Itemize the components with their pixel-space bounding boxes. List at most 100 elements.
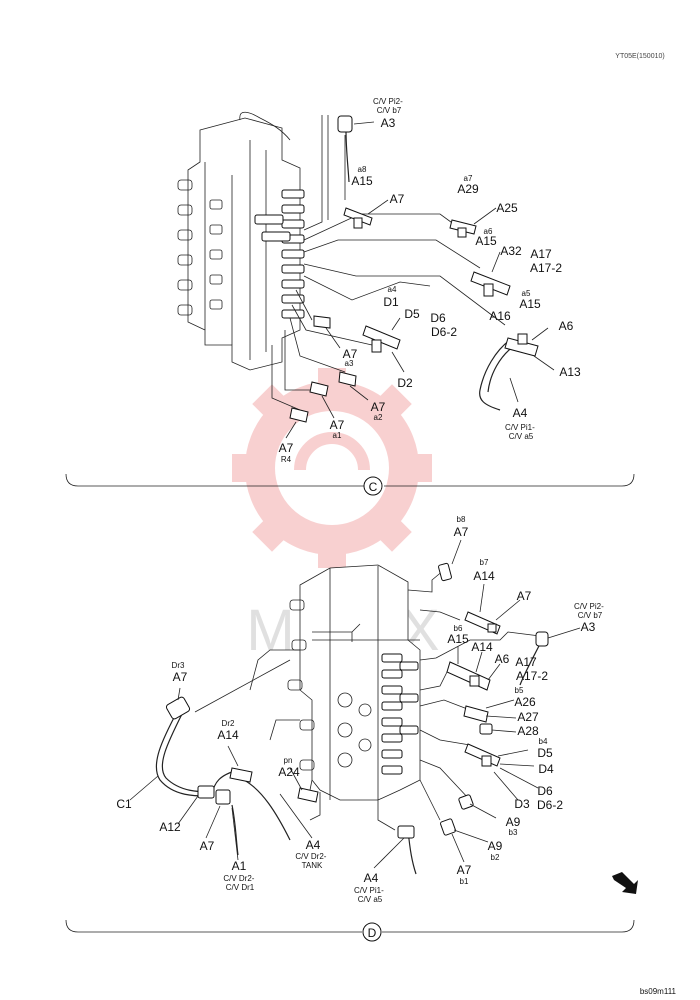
label-a7-r4-port: A7 [279, 441, 294, 455]
label-d1-sub: a4 [388, 285, 397, 294]
fitting-a15-a6-a13 [504, 333, 539, 357]
label-d5-c: D5 [404, 307, 420, 321]
fitting-a15-a32-a16 [470, 271, 511, 297]
label-a6-c: A6 [559, 319, 574, 333]
label-a3-d: A3 [581, 620, 596, 634]
label-a14-b7-sub: b7 [480, 558, 489, 567]
label-a15-mid: A15 [475, 234, 497, 248]
label-a28: A28 [517, 724, 539, 738]
label-a26-sub: b5 [515, 686, 524, 695]
label-a4-bottom: A4 [364, 871, 379, 885]
section-label-c: C [369, 480, 378, 494]
fitting-a7-a1-port [309, 381, 329, 397]
label-d6-d: D6 [537, 784, 553, 798]
label-a7-dr3-sub: Dr3 [172, 661, 185, 670]
view-c: C/V Pi2- C/V b7 A3 a8 A15 A7 a7 A29 A25 … [65, 97, 635, 496]
label-a13: A13 [559, 365, 581, 379]
fitting-a3-d [535, 631, 549, 647]
label-d6-2-c: D6-2 [431, 325, 457, 339]
section-bracket-d [65, 919, 635, 942]
fitting-a7-b1 [397, 825, 415, 839]
label-a15-b6-sub: b6 [454, 624, 463, 633]
label-a3-port-c: C/V Pi2- C/V b7 [373, 97, 405, 115]
label-a4-port-c: C/V Pi1- C/V a5 [505, 423, 537, 441]
label-a9-b3: A9 [506, 815, 521, 829]
fitting-a15-a14-a6-b6 [446, 661, 491, 691]
page-code: bs09m111 [640, 987, 677, 996]
label-d2: D2 [397, 376, 413, 390]
view-d: b8 A7 b7 A14 A7 C/V Pi2- C/V b7 A3 b6 A1… [65, 515, 638, 942]
label-a14-mid: A14 [471, 640, 493, 654]
label-d5-d: D5 [537, 746, 553, 760]
fitting-d5-d4-b4 [464, 743, 501, 767]
label-d4: D4 [538, 762, 554, 776]
label-a14-b7: A14 [473, 569, 495, 583]
label-a1-port: C/V Dr2- C/V Dr1 [223, 874, 256, 892]
hose-a1 [231, 804, 239, 856]
fitting-a14-dr2 [229, 767, 253, 783]
label-a17-2-c: A17-2 [530, 261, 562, 275]
fitting-a14-a7-b7 [464, 611, 501, 635]
label-a7-a3-port: A7 [343, 347, 358, 361]
label-a7-a1-port: A7 [330, 418, 345, 432]
fitting-a9-b2 [440, 818, 456, 836]
label-a7-a1-sub: a1 [333, 431, 342, 440]
label-a4-c: A4 [513, 406, 528, 420]
label-a15-top-sub: a8 [358, 165, 367, 174]
label-a7-left: A7 [200, 839, 215, 853]
fitting-a26-a27-b5 [463, 705, 489, 723]
label-a15-low-sub: a5 [522, 289, 531, 298]
label-a26: A26 [514, 695, 536, 709]
fitting-a7-dr3 [165, 696, 191, 720]
label-a14-dr2: A14 [217, 728, 239, 742]
fitting-a7-r4-port [289, 407, 309, 423]
label-a3-c: A3 [381, 116, 396, 130]
hose-a3-c [345, 129, 350, 183]
label-a7-b8-sub: b8 [457, 515, 466, 524]
label-a7-a2-port: A7 [371, 400, 386, 414]
label-a7-b1: A7 [457, 863, 472, 877]
direction-arrow-icon [612, 872, 638, 894]
label-a15-low: A15 [519, 297, 541, 311]
label-a29: A29 [457, 182, 479, 196]
label-a7-b1-sub: b1 [460, 877, 469, 886]
label-d6-c: D6 [430, 311, 446, 325]
hose-a4-left [243, 779, 291, 841]
label-a4-left-port: C/V Dr2- TANK [295, 852, 328, 870]
label-a9-b3-sub: b3 [509, 828, 518, 837]
label-a29-sub: a7 [464, 174, 473, 183]
label-a15-mid-sub: a6 [484, 227, 493, 236]
watermark-gear-icon [232, 368, 432, 568]
fitting-a3-c [337, 115, 353, 133]
label-a7-dr3: A7 [173, 670, 188, 684]
label-a7-top: A7 [390, 192, 405, 206]
control-valve-block-d [287, 564, 421, 801]
reference-code: YT05E(150010) [615, 53, 664, 60]
section-bracket-c [65, 473, 635, 496]
fitting-a7-a2-port [338, 371, 357, 387]
label-a7-a2-sub: a2 [374, 413, 383, 422]
hose-a4-c [479, 339, 511, 411]
label-a17-c: A17 [530, 247, 552, 261]
label-a6-d: A6 [495, 652, 510, 666]
fitting-a24-pn [297, 787, 319, 803]
label-a15-top: A15 [351, 174, 373, 188]
label-a16: A16 [489, 309, 511, 323]
label-a1: A1 [232, 859, 247, 873]
fitting-a29-a25 [449, 219, 477, 238]
label-c1: C1 [116, 797, 132, 811]
label-a3-port-d: C/V Pi2- C/V b7 [574, 602, 606, 620]
label-a7-b8: A7 [454, 525, 469, 539]
label-d5-sub-d: b4 [539, 737, 548, 746]
fitting-a12 [197, 785, 215, 799]
label-a4-bottom-port: C/V Pi1- C/V a5 [354, 886, 386, 904]
label-d6-2-d: D6-2 [537, 798, 563, 812]
label-a7-a3-sub: a3 [345, 359, 354, 368]
fitting-a9-b3 [458, 794, 474, 810]
label-a14-dr2-sub: Dr2 [222, 719, 235, 728]
label-a17-2-d: A17-2 [516, 669, 548, 683]
label-a32: A32 [500, 244, 522, 258]
label-a27: A27 [517, 710, 539, 724]
label-a12: A12 [159, 820, 181, 834]
